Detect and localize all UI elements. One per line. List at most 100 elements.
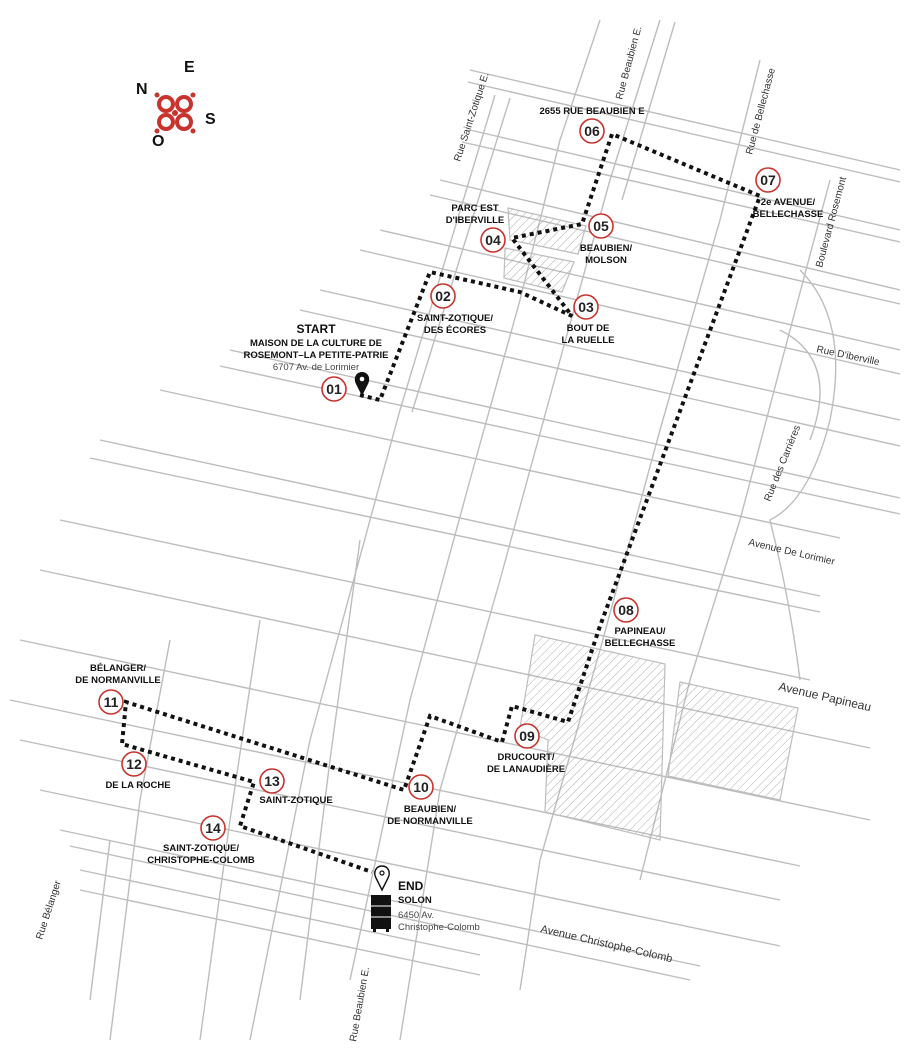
stop-06[interactable]: 06 (579, 118, 605, 144)
street-line (467, 81, 901, 183)
street-line (469, 129, 901, 231)
stop-13[interactable]: 13 (259, 768, 285, 794)
park-area (667, 681, 799, 801)
street-line (439, 179, 901, 291)
park-area (503, 247, 575, 293)
stop-14[interactable]: 14 (200, 815, 226, 841)
compass-east: E (184, 59, 195, 76)
street-line (199, 619, 261, 1041)
street-label-bellechasse: Rue de Bellechasse (744, 67, 778, 156)
cabinet-icon (371, 895, 391, 932)
stop-number: 14 (205, 820, 221, 836)
compass-west: O (152, 133, 164, 150)
street-line (229, 349, 901, 499)
end-address1: 6450 Av. (398, 910, 434, 921)
street-line (349, 19, 601, 981)
stop-label-line1: 2655 RUE BEAUBIEN E (539, 106, 644, 117)
stop-label-line2: DE NORMANVILLE (75, 675, 161, 686)
stop-number: 05 (593, 218, 609, 234)
street-line (379, 229, 901, 351)
end-name: SOLON (398, 895, 432, 906)
street-line (399, 19, 661, 1041)
stop-number: 12 (126, 756, 142, 772)
compass: N E S O (136, 59, 216, 150)
stop-label-line1: SAINT-ZOTIQUE/ (417, 313, 493, 324)
street-label-christophe-colomb: Avenue Christophe-Colomb (539, 923, 673, 965)
street-labels: Rue Saint-Zotique E. Rue Beaubien E. Rue… (34, 25, 880, 1043)
street-line (621, 21, 676, 201)
start-address: 6707 Av. de Lorimier (273, 362, 359, 373)
street-label-rosemont: Boulevard Rosemont (814, 176, 849, 269)
stop-11[interactable]: 11 (98, 689, 124, 715)
stop-number: 11 (104, 694, 119, 710)
street-label-beaubien-e-bottom: Rue Beaubien E. (348, 966, 372, 1042)
stop-number: 10 (413, 779, 429, 795)
map-pin-icon (354, 372, 370, 396)
stop-number: 07 (760, 172, 776, 188)
street-line (59, 519, 811, 681)
stop-label-line2: DE LANAUDIÈRE (487, 764, 565, 775)
map-pin-outline-icon (374, 865, 390, 892)
stop-01[interactable]: 01 (321, 376, 347, 402)
stop-number: 08 (618, 602, 634, 618)
stop-number: 06 (584, 123, 600, 139)
stop-number: 04 (485, 232, 501, 248)
stop-label-line1: 2e AVENUE/ (761, 197, 816, 208)
street-label-beaubien-e-top: Rue Beaubien E. (614, 25, 644, 101)
stop-03[interactable]: 03 (573, 294, 599, 320)
stop-number: 09 (519, 728, 535, 744)
stop-label-line2: MOLSON (585, 255, 627, 266)
stop-07[interactable]: 07 (755, 167, 781, 193)
parks (503, 207, 799, 841)
stop-number: 13 (264, 773, 280, 789)
stop-label-line1: BOUT DE (567, 323, 610, 334)
stop-label-line1: BEAUBIEN/ (404, 804, 457, 815)
compass-south: S (205, 111, 216, 128)
stop-09[interactable]: 09 (514, 723, 540, 749)
stop-label-line1: SAINT-ZOTIQUE/ (163, 843, 239, 854)
stop-label-line1: PAPINEAU/ (614, 626, 665, 637)
compass-north: N (136, 81, 148, 98)
stop-label-line2: DE NORMANVILLE (387, 816, 473, 827)
stops: 01 02 SAINT-ZOTIQUE/ DES ÉCORES 03 BOUT … (75, 106, 823, 866)
stop-label-line1: DRUCOURT/ (498, 752, 555, 763)
walking-route (119, 131, 763, 874)
stop-label-line2: D'IBERVILLE (446, 215, 505, 226)
stop-02[interactable]: 02 (430, 283, 456, 309)
stop-label-line1: BEAUBIEN/ (580, 243, 633, 254)
street-label-lorimier: Avenue De Lorimier (747, 537, 836, 568)
end-address2: Christophe-Colomb (398, 922, 480, 933)
start-marker[interactable] (354, 372, 370, 396)
street-line (519, 59, 761, 991)
street-line (79, 869, 481, 956)
stop-number: 03 (578, 299, 594, 315)
stop-05[interactable]: 05 (588, 213, 614, 239)
stop-label-line2: DES ÉCORES (424, 325, 486, 336)
street-line (769, 269, 837, 681)
street-line (39, 789, 781, 947)
start-line1: MAISON DE LA CULTURE DE (250, 338, 382, 349)
stop-number: 01 (326, 381, 342, 397)
stop-08[interactable]: 08 (613, 597, 639, 623)
street-line (779, 329, 821, 441)
stop-label-line2: BELLECHASSE (605, 638, 676, 649)
street-line (299, 539, 361, 1001)
park-area (519, 634, 666, 841)
start-line2: ROSEMONT–LA PETITE-PATRIE (244, 350, 389, 361)
stop-number: 02 (435, 288, 451, 304)
stop-10[interactable]: 10 (408, 774, 434, 800)
street-label-iberville: Rue D'iberville (815, 344, 880, 368)
stop-label-line2: CHRISTOPHE-COLOMB (147, 855, 255, 866)
end-marker[interactable] (374, 865, 390, 892)
stop-04[interactable]: 04 (480, 227, 506, 253)
stop-label-line1: SAINT-ZOTIQUE (259, 795, 332, 806)
stop-12[interactable]: 12 (121, 751, 147, 777)
street-label-belanger: Rue Bélanger (34, 879, 64, 941)
start-title: START (296, 322, 336, 336)
stop-label-line2: BELLECHASSE (753, 209, 824, 220)
street-line (359, 249, 901, 375)
stop-label-line1: DE LA ROCHE (105, 780, 170, 791)
street-line (319, 289, 901, 421)
